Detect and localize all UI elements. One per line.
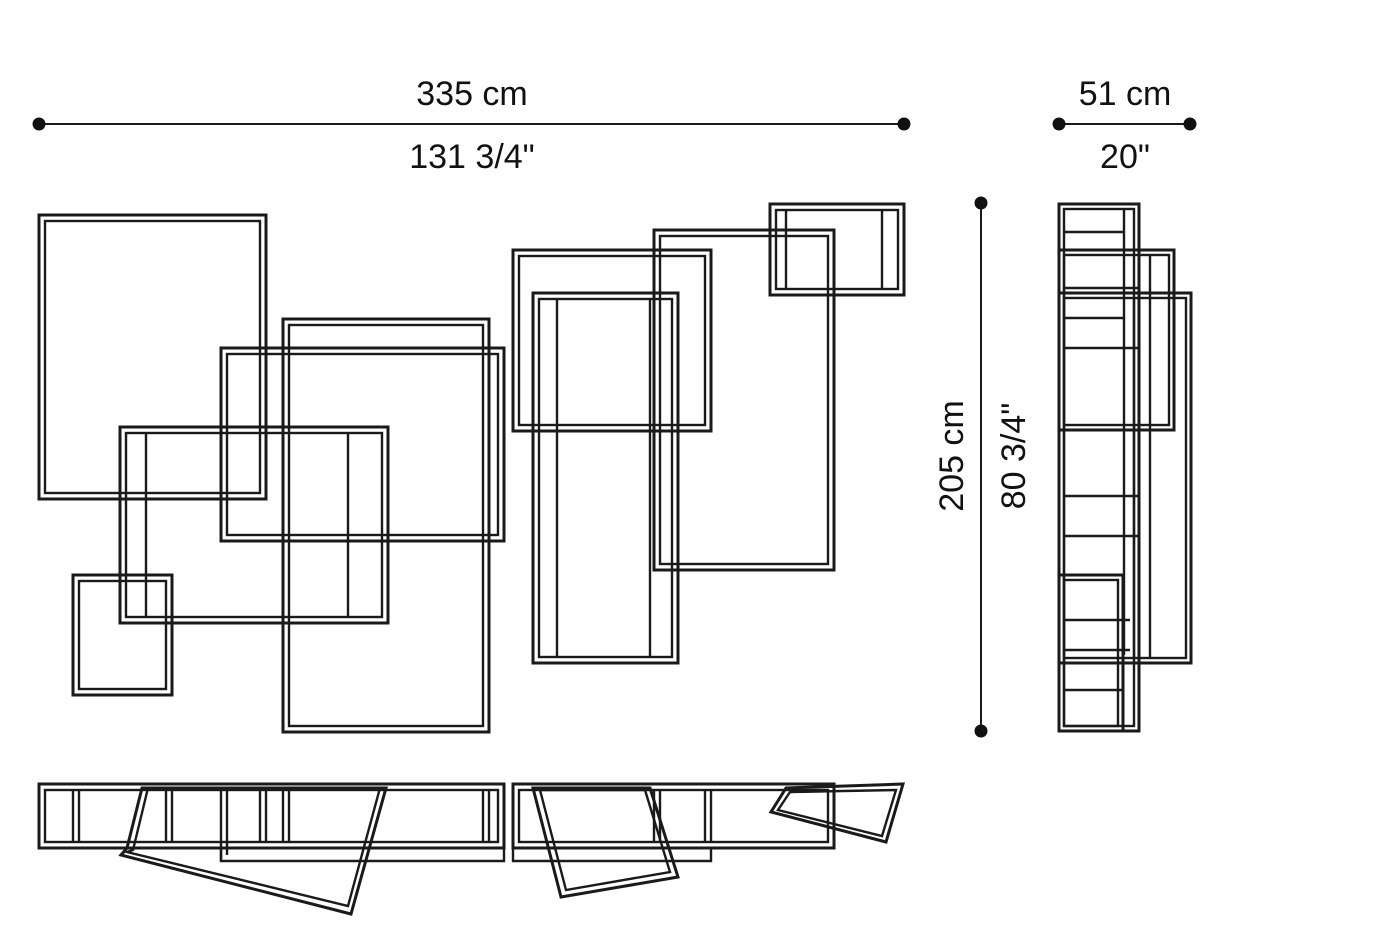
front-view-right-module: [511, 202, 906, 665]
width-dimension-endpoint-left: [32, 117, 46, 131]
frame: [71, 573, 174, 697]
width-dimension: 335 cm 131 3/4": [32, 75, 911, 176]
frame: [281, 317, 491, 734]
front-view-left-module: [37, 213, 506, 734]
frame: [219, 346, 506, 543]
frame: [1057, 248, 1176, 432]
frame: [118, 425, 390, 625]
top-view-left-module: [37, 782, 506, 916]
frame: [531, 291, 680, 665]
height-dimension-endpoint-top: [974, 196, 988, 210]
frame: [511, 248, 713, 433]
frame: [652, 228, 836, 572]
side-view: [1057, 202, 1193, 733]
frame: [1057, 202, 1141, 733]
width-imperial-label: 131 3/4": [409, 138, 535, 176]
frame: [1057, 573, 1125, 733]
height-dimension-endpoint-bottom: [974, 724, 988, 738]
height-metric-label: 205 cm: [933, 400, 971, 512]
height-imperial-label: 80 3/4": [995, 403, 1033, 510]
top-view-right-module: [511, 782, 906, 899]
height-dimension: 205 cm 80 3/4": [933, 196, 1033, 738]
width-dimension-endpoint-right: [897, 117, 911, 131]
depth-metric-label: 51 cm: [1079, 75, 1172, 113]
width-metric-label: 335 cm: [416, 75, 528, 113]
shelf-lines: [1064, 209, 1152, 692]
frame: [768, 202, 906, 297]
depth-dimension: 51 cm 20": [1052, 75, 1197, 176]
frame: [37, 213, 268, 501]
depth-dimension-endpoint-left: [1052, 117, 1066, 131]
depth-imperial-label: 20": [1100, 138, 1150, 176]
depth-dimension-endpoint-right: [1183, 117, 1197, 131]
